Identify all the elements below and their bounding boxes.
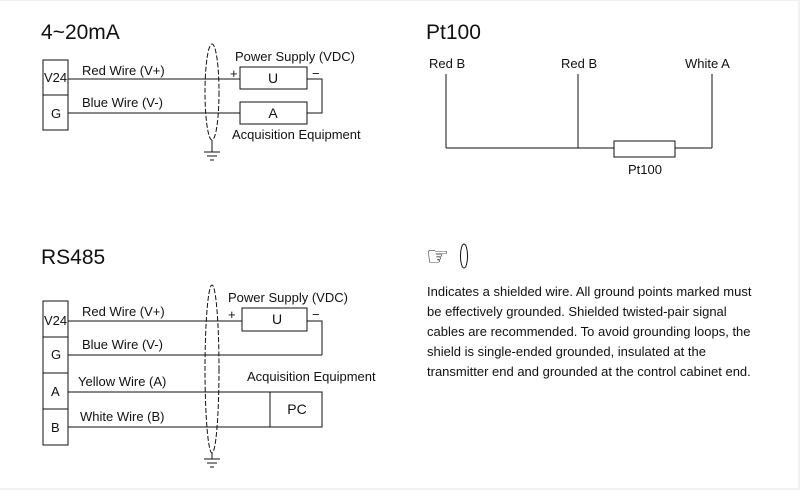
terminal-g: G — [51, 106, 61, 121]
resistor-label: Pt100 — [628, 162, 662, 177]
shield-symbol-icon — [460, 243, 468, 269]
rs485-title: RS485 — [41, 246, 105, 269]
legend-section — [460, 243, 468, 269]
terminal-b: B — [51, 420, 60, 435]
ground-icon — [204, 453, 220, 468]
loop-return-line — [307, 78, 323, 114]
white-wire-label: White Wire (B) — [80, 409, 165, 424]
lead-label-2: Red B — [561, 56, 597, 71]
terminal-g: G — [51, 347, 61, 362]
current-loop-section: 4~20mA V24 G Red Wire (V+) Blue Wire (V-… — [41, 21, 361, 161]
lead-label-1: Red B — [429, 56, 465, 71]
current-loop-title: 4~20mA — [41, 21, 120, 44]
power-supply-box — [241, 307, 308, 332]
minus-sign: − — [312, 66, 320, 81]
pointing-hand-icon: ☞ — [426, 241, 450, 271]
loop-return-line — [307, 320, 323, 355]
pc-box-label: PC — [287, 401, 306, 417]
acquisition-label: Acquisition Equipment — [247, 369, 376, 384]
power-supply-label: Power Supply (VDC) — [235, 49, 355, 64]
blue-wire-label: Blue Wire (V-) — [82, 95, 163, 110]
terminal-a: A — [51, 384, 60, 399]
power-supply-box — [239, 66, 308, 90]
red-wire-label: Red Wire (V+) — [82, 63, 165, 78]
power-supply-box-label: U — [272, 311, 282, 327]
terminal-v24: V24 — [44, 70, 67, 85]
power-supply-box-label: U — [268, 70, 278, 86]
pt100-resistor — [613, 140, 676, 158]
blue-wire-label: Blue Wire (V-) — [82, 337, 163, 352]
pt100-section: Pt100 Red B Red B White A Pt100 — [426, 21, 730, 177]
terminal-v24: V24 — [44, 313, 67, 328]
shielded-wire-note: Indicates a shielded wire. All ground po… — [427, 284, 752, 379]
plus-sign: + — [230, 66, 238, 81]
pt100-title: Pt100 — [426, 21, 481, 44]
pc-box — [269, 391, 323, 428]
shield-ellipse — [204, 43, 220, 141]
yellow-wire-label: Yellow Wire (A) — [78, 374, 166, 389]
red-wire-label: Red Wire (V+) — [82, 304, 165, 319]
ground-icon — [204, 140, 220, 161]
shield-ellipse — [204, 284, 220, 454]
minus-sign: − — [312, 307, 320, 322]
rs485-section: RS485 V24 G A B Red Wire (V+) Blue Wire … — [41, 246, 376, 468]
plus-sign: + — [228, 307, 236, 322]
acquisition-label: Acquisition Equipment — [232, 127, 361, 142]
lead-label-3: White A — [685, 56, 730, 71]
acquisition-box-label: A — [268, 105, 278, 121]
power-supply-label: Power Supply (VDC) — [228, 290, 348, 305]
